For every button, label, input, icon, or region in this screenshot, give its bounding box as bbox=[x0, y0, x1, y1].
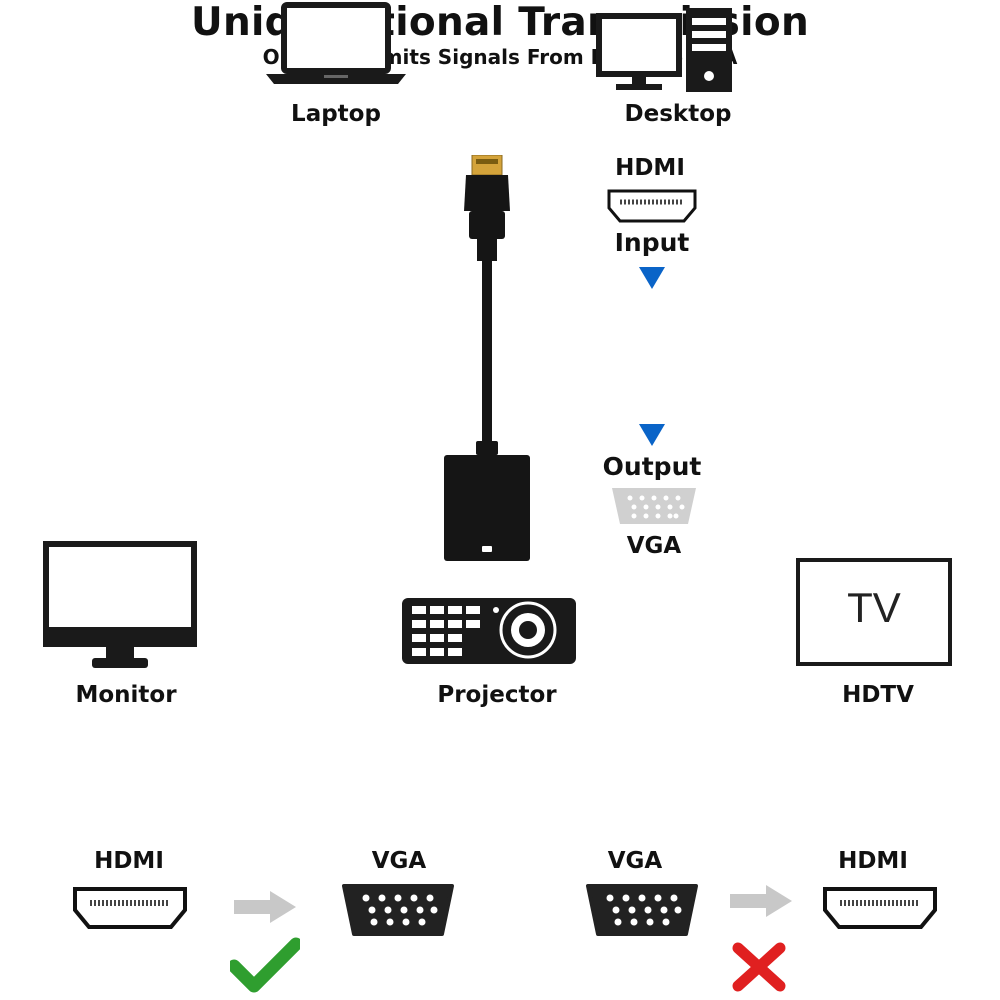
transmission-title: Unidirectional Transmission bbox=[190, 0, 810, 45]
hdtv-label: HDTV bbox=[842, 682, 914, 708]
output-label: Output bbox=[602, 452, 702, 481]
hdmi-port-icon bbox=[607, 189, 697, 223]
projector-icon bbox=[402, 598, 576, 664]
down-arrow-icon bbox=[639, 267, 665, 289]
vga-port-icon bbox=[342, 884, 454, 936]
check-icon bbox=[230, 937, 300, 993]
right-arrow-icon bbox=[730, 885, 792, 917]
vga-port-icon bbox=[612, 488, 696, 524]
desktop-icon bbox=[596, 8, 732, 92]
laptop-label: Laptop bbox=[291, 101, 381, 127]
cross-icon bbox=[732, 942, 786, 992]
monitor-icon bbox=[43, 541, 197, 668]
invalid-to-label: HDMI bbox=[838, 848, 908, 874]
monitor-label: Monitor bbox=[75, 682, 177, 708]
hdmi-to-vga-adapter-icon bbox=[444, 155, 530, 561]
tv-icon: TV bbox=[796, 558, 952, 666]
invalid-from-label: VGA bbox=[607, 848, 663, 874]
laptop-icon bbox=[266, 2, 406, 84]
right-arrow-icon bbox=[234, 891, 296, 923]
tv-screen-text: TV bbox=[847, 584, 901, 631]
projector-label: Projector bbox=[437, 682, 557, 708]
valid-to-label: VGA bbox=[371, 848, 427, 874]
vga-port-icon bbox=[586, 884, 698, 936]
input-label: Input bbox=[614, 228, 690, 257]
hdmi-port-icon bbox=[823, 887, 937, 929]
desktop-label: Desktop bbox=[624, 101, 732, 127]
output-port-label: VGA bbox=[626, 533, 682, 559]
valid-from-label: HDMI bbox=[94, 848, 164, 874]
input-port-label: HDMI bbox=[615, 155, 685, 181]
transmission-subtitle: Only Transmits Signals From HDMI To VGA bbox=[262, 45, 738, 69]
hdmi-port-icon bbox=[73, 887, 187, 929]
down-arrow-icon bbox=[639, 424, 665, 446]
